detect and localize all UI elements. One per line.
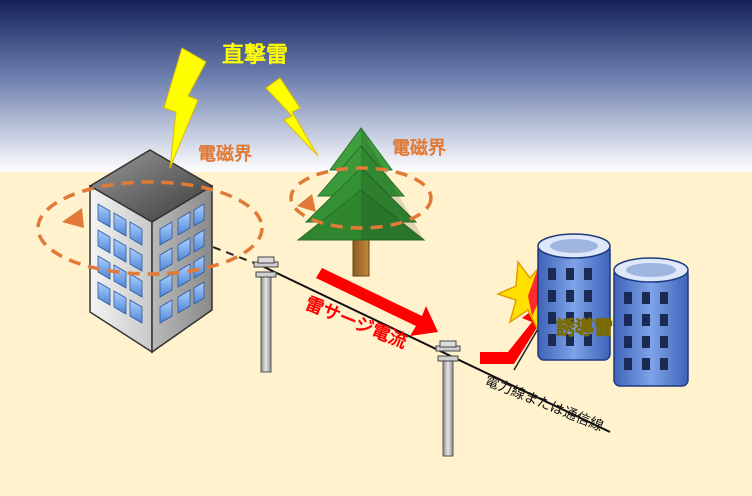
arrow-head-icon <box>297 194 316 212</box>
tree-icon <box>296 127 426 277</box>
em-field-label-left: 電磁界 <box>198 143 252 165</box>
sky <box>0 0 752 172</box>
lightning-bolt-icon <box>163 47 207 169</box>
induced-strike-label: 誘導雷 <box>556 316 613 339</box>
em-field-loop-right <box>289 166 433 230</box>
induced-arrow <box>480 300 546 364</box>
arrow-head-icon <box>62 208 84 228</box>
building-icon <box>537 233 611 361</box>
building-icon <box>88 149 214 354</box>
em-field-loop-left <box>36 180 264 276</box>
lightning-bolt-icon <box>265 77 319 157</box>
em-field-label-right: 電磁界 <box>392 137 446 159</box>
utility-pole-icon <box>435 340 461 457</box>
surge-arrow <box>316 268 438 336</box>
building-icon <box>613 257 689 387</box>
utility-pole-icon <box>253 256 279 373</box>
direct-strike-label: 直撃雷 <box>222 42 288 68</box>
